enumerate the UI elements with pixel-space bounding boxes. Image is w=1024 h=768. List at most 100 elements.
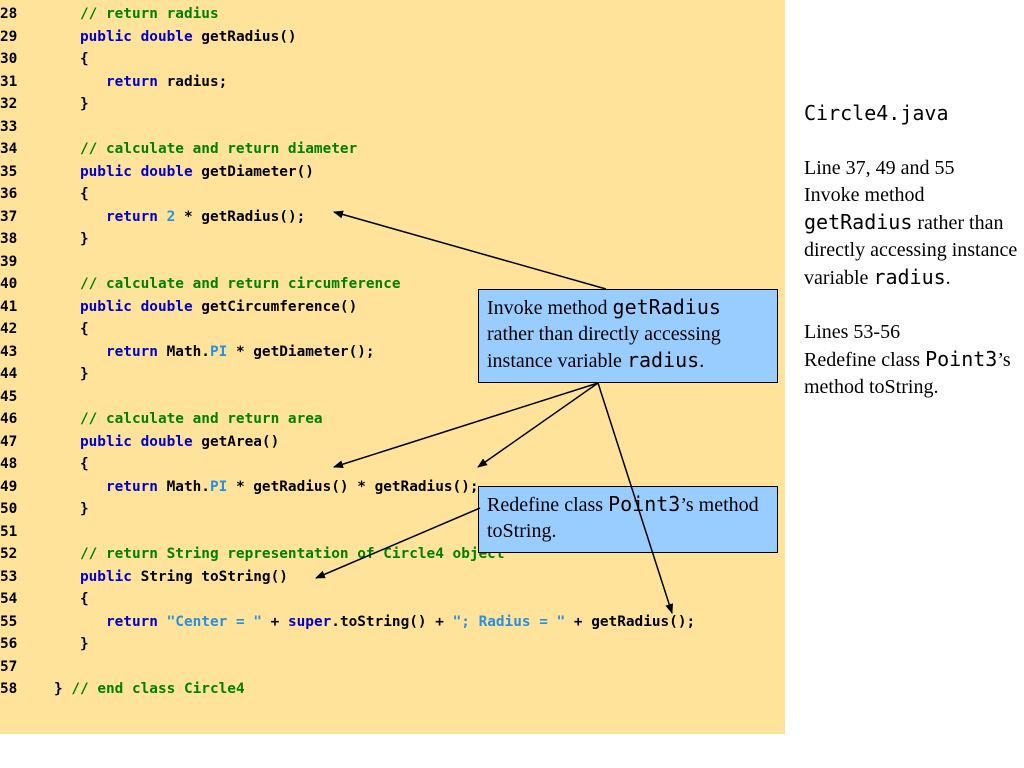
code-token: super bbox=[287, 613, 332, 630]
code-token: // return String representation of Circl… bbox=[79, 546, 505, 562]
code-token: * getDiameter(); bbox=[227, 343, 375, 360]
code-token bbox=[28, 6, 80, 22]
code-token: 2 bbox=[166, 208, 176, 225]
code-token: return bbox=[105, 73, 158, 90]
line-number: 43 bbox=[0, 343, 18, 360]
file-title: Circle4.java bbox=[804, 100, 1019, 128]
code-token bbox=[158, 209, 167, 225]
code-token: } bbox=[28, 96, 89, 112]
line-number: 28 bbox=[0, 6, 18, 22]
code-text: public double getDiameter() bbox=[28, 161, 314, 184]
line-number: 33 bbox=[0, 118, 18, 135]
code-token bbox=[28, 614, 106, 630]
line-number: 56 bbox=[0, 636, 18, 652]
code-token bbox=[28, 411, 80, 427]
code-token: "; Radius = " bbox=[452, 613, 566, 630]
line-number: 34 bbox=[0, 141, 18, 157]
code-token: } bbox=[28, 231, 89, 247]
code-token: public double bbox=[79, 28, 193, 45]
line-number: 32 bbox=[0, 96, 18, 112]
code-text: public String toString() bbox=[28, 566, 288, 589]
line-number: 45 bbox=[0, 388, 18, 405]
code-text: // calculate and return diameter bbox=[28, 138, 357, 161]
code-token: Math. bbox=[157, 478, 210, 495]
line-number: 38 bbox=[0, 231, 18, 247]
side-note-tostring-pre: Redefine class bbox=[804, 349, 926, 371]
line-number: 50 bbox=[0, 501, 18, 517]
callout-getradius-post: . bbox=[699, 350, 705, 372]
callout-tostring-code-point3: Point3 bbox=[608, 492, 681, 516]
code-token: } bbox=[28, 636, 89, 652]
code-text: { bbox=[28, 318, 89, 341]
code-token: return bbox=[105, 613, 158, 630]
callout-getradius-mid: rather than directly accessing instance … bbox=[487, 323, 721, 372]
code-text: } bbox=[28, 363, 89, 386]
code-token: public double bbox=[79, 433, 193, 450]
code-token: { bbox=[28, 186, 89, 202]
code-token: radius; bbox=[157, 73, 228, 90]
code-token: public double bbox=[79, 298, 193, 315]
code-text: return radius; bbox=[28, 71, 227, 94]
code-token: // return radius bbox=[79, 6, 219, 22]
line-number: 42 bbox=[0, 321, 18, 337]
line-number: 49 bbox=[0, 478, 18, 495]
code-token: getRadius() bbox=[192, 28, 297, 45]
line-number: 36 bbox=[0, 186, 18, 202]
code-text: // calculate and return area bbox=[28, 408, 323, 431]
code-token bbox=[28, 569, 80, 585]
code-text: { bbox=[28, 453, 89, 476]
code-token: { bbox=[28, 456, 89, 472]
code-token: getArea() bbox=[192, 433, 280, 450]
code-token bbox=[28, 29, 80, 45]
callout-tostring-pre: Redefine class bbox=[487, 494, 609, 516]
side-note-getradius-mid: rather than directly accessing instance … bbox=[804, 212, 1018, 289]
code-text: } bbox=[28, 93, 89, 116]
callout-getradius: Invoke method getRadius rather than dire… bbox=[478, 289, 778, 383]
code-token: { bbox=[28, 321, 89, 337]
code-token: "Center = " bbox=[166, 613, 262, 630]
code-text: } bbox=[28, 633, 89, 656]
side-note-getradius-code-radius: radius bbox=[873, 265, 946, 289]
code-text: { bbox=[28, 48, 89, 71]
line-number: 47 bbox=[0, 433, 18, 450]
code-text: } // end class Circle4 bbox=[28, 678, 245, 701]
file-title-text: Circle4.java bbox=[804, 101, 949, 125]
code-token bbox=[158, 614, 167, 630]
code-text: return 2 * getRadius(); bbox=[28, 206, 305, 229]
code-token: + bbox=[261, 613, 288, 630]
code-token: return bbox=[105, 478, 158, 495]
side-note-getradius-post: . bbox=[945, 267, 951, 289]
code-token: return bbox=[105, 343, 158, 360]
line-number: 58 bbox=[0, 681, 18, 697]
line-number: 30 bbox=[0, 51, 18, 67]
line-number: 31 bbox=[0, 73, 18, 90]
code-text: public double getCircumference() bbox=[28, 296, 357, 319]
code-token: PI bbox=[209, 478, 228, 495]
side-note-tostring-post: ’s method toString. bbox=[804, 349, 1011, 398]
line-number: 46 bbox=[0, 411, 18, 427]
code-text: return Math.PI * getDiameter(); bbox=[28, 341, 375, 364]
code-text: { bbox=[28, 588, 89, 611]
line-number: 55 bbox=[0, 613, 18, 630]
code-token: // calculate and return area bbox=[79, 411, 323, 427]
code-text: public double getRadius() bbox=[28, 26, 297, 49]
code-token: } bbox=[28, 501, 89, 517]
side-note-getradius-pre: Invoke method bbox=[804, 184, 925, 206]
side-note-getradius-code-getradius: getRadius bbox=[804, 210, 913, 234]
code-text: // calculate and return circumference bbox=[28, 273, 401, 296]
code-text: } bbox=[28, 228, 89, 251]
line-number: 48 bbox=[0, 456, 18, 472]
code-token: * getRadius() * getRadius(); bbox=[227, 478, 479, 495]
code-token: Math. bbox=[157, 343, 210, 360]
code-token: } bbox=[28, 681, 72, 697]
code-token bbox=[28, 141, 80, 157]
line-number: 44 bbox=[0, 366, 18, 382]
code-token bbox=[28, 299, 80, 315]
code-token: PI bbox=[209, 343, 228, 360]
code-token: { bbox=[28, 51, 89, 67]
code-token: return bbox=[105, 208, 158, 225]
callout-tostring: Redefine class Point3’s method toString. bbox=[478, 486, 778, 553]
code-token: getDiameter() bbox=[192, 163, 314, 180]
